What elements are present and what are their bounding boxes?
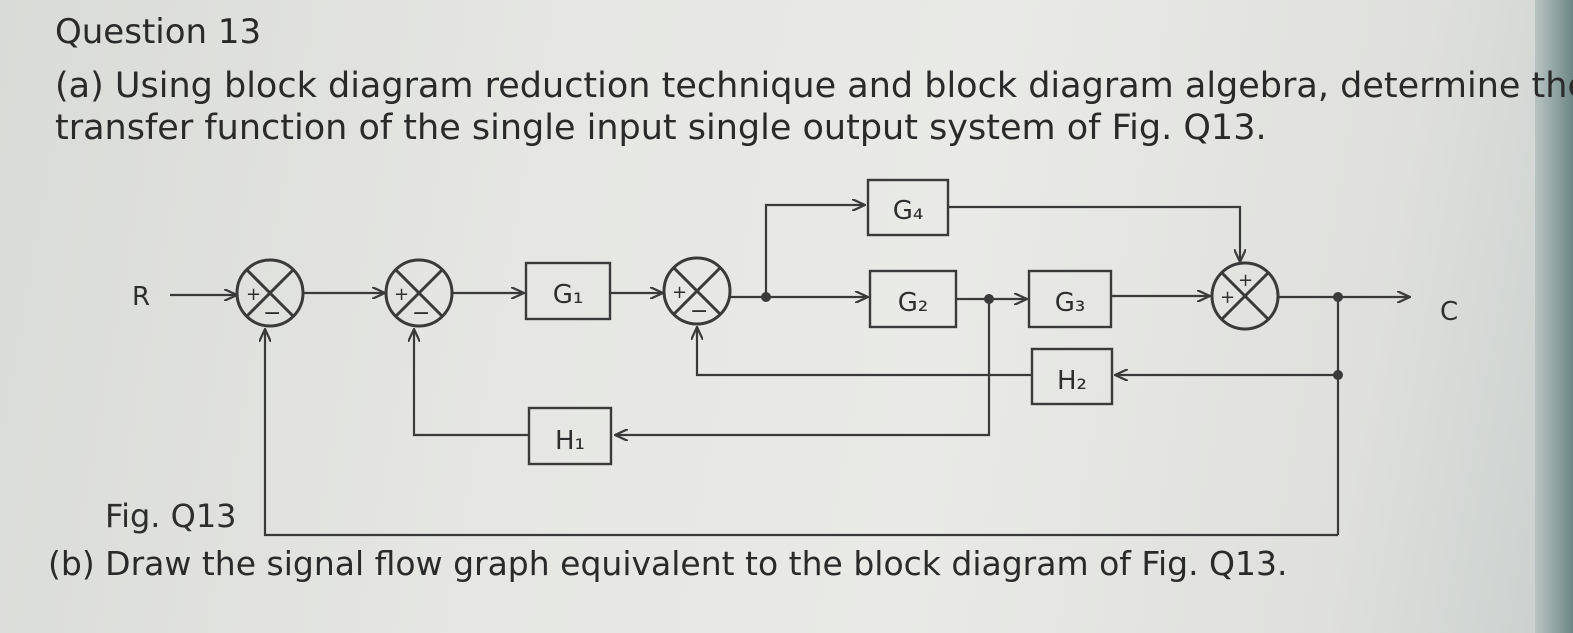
sum4-plus-left: +	[1220, 287, 1235, 308]
sum2-minus-sign: −	[412, 301, 430, 326]
block-g1-label: G₁	[553, 280, 584, 310]
summing-junction-3: + −	[662, 256, 732, 326]
sum1-plus-sign: +	[246, 284, 261, 305]
photo-edge	[1535, 0, 1573, 633]
question-part-a-line1: (a) Using block diagram reduction techni…	[55, 66, 1573, 106]
wire-g4-sum4	[948, 205, 1240, 262]
block-g4: G₄	[866, 178, 950, 237]
question-title: Question 13	[55, 12, 262, 52]
sum3-minus-sign: −	[690, 299, 708, 324]
wire-to-h1	[615, 299, 991, 435]
wire-h1-to-sum2	[414, 329, 529, 437]
summing-junction-4: + +	[1210, 261, 1280, 331]
block-g4-label: G₄	[893, 196, 924, 226]
summing-junction-1: + −	[235, 258, 305, 328]
sum2-plus-sign: +	[394, 284, 409, 305]
block-h2: H₂	[1030, 347, 1114, 406]
question-part-b: (b) Draw the signal flow graph equivalen…	[48, 544, 1288, 583]
block-g3: G₃	[1027, 269, 1113, 329]
wire-branch-to-g4	[764, 205, 865, 297]
figure-caption: Fig. Q13	[105, 497, 237, 535]
sum4-plus-top: +	[1238, 270, 1253, 291]
block-h2-label: H₂	[1057, 366, 1087, 396]
output-label: C	[1440, 297, 1458, 327]
block-g2-label: G₂	[898, 288, 929, 318]
block-g1: G₁	[524, 261, 612, 321]
sum1-minus-sign: −	[263, 301, 281, 326]
question-part-a-line2: transfer function of the single input si…	[55, 108, 1267, 148]
sum3-plus-sign: +	[672, 282, 687, 303]
block-h1: H₁	[527, 406, 613, 466]
block-g2: G₂	[868, 269, 958, 329]
block-g3-label: G₃	[1055, 288, 1086, 318]
wire-unity-feedback	[265, 329, 1338, 537]
input-label: R	[132, 282, 150, 312]
block-h1-label: H₁	[555, 426, 585, 456]
summing-junction-2: + −	[384, 258, 454, 328]
wire-h2-to-sum3	[697, 327, 1032, 377]
